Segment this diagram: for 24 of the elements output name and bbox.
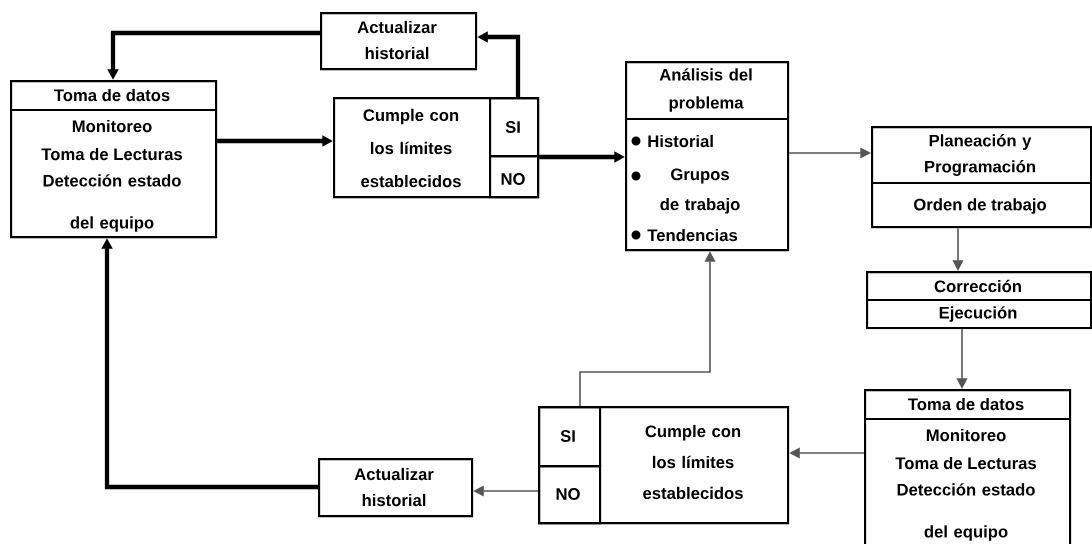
box-text: Tendencias	[647, 228, 738, 242]
box-text: Toma de Lecturas	[895, 456, 1036, 470]
box-text: Cumple con los límites establecidos	[643, 424, 743, 500]
box-text: Grupos de trabajo	[660, 168, 740, 214]
box-text: Corrección	[934, 279, 1021, 293]
box-text: Actualizar historial	[354, 467, 434, 507]
box-text: Monitoreo	[72, 119, 152, 133]
box-text: Toma de datos	[908, 397, 1024, 411]
box-text: NO	[556, 488, 580, 500]
box-text: Monitoreo	[926, 428, 1006, 442]
box-text: NO	[501, 173, 525, 185]
box-text: Toma de datos	[54, 88, 170, 102]
box-text: Historial	[648, 134, 713, 148]
box-text: Detección estado del equipo	[897, 483, 1035, 541]
box-text: Planeación y Programación	[925, 134, 1035, 176]
box-text: SI	[505, 121, 520, 133]
box-text: Cumple con los límites establecidos	[361, 108, 461, 188]
box-text: SI	[560, 430, 575, 442]
box-text: Detección estado del equipo	[43, 174, 181, 232]
box-text: Análisis del problema	[659, 68, 752, 112]
box-text: Actualizar historial	[357, 20, 437, 60]
box-text: Toma de Lecturas	[41, 147, 182, 161]
box-text: Ejecución	[939, 306, 1017, 322]
box-text: Orden de trabajo	[914, 198, 1047, 214]
